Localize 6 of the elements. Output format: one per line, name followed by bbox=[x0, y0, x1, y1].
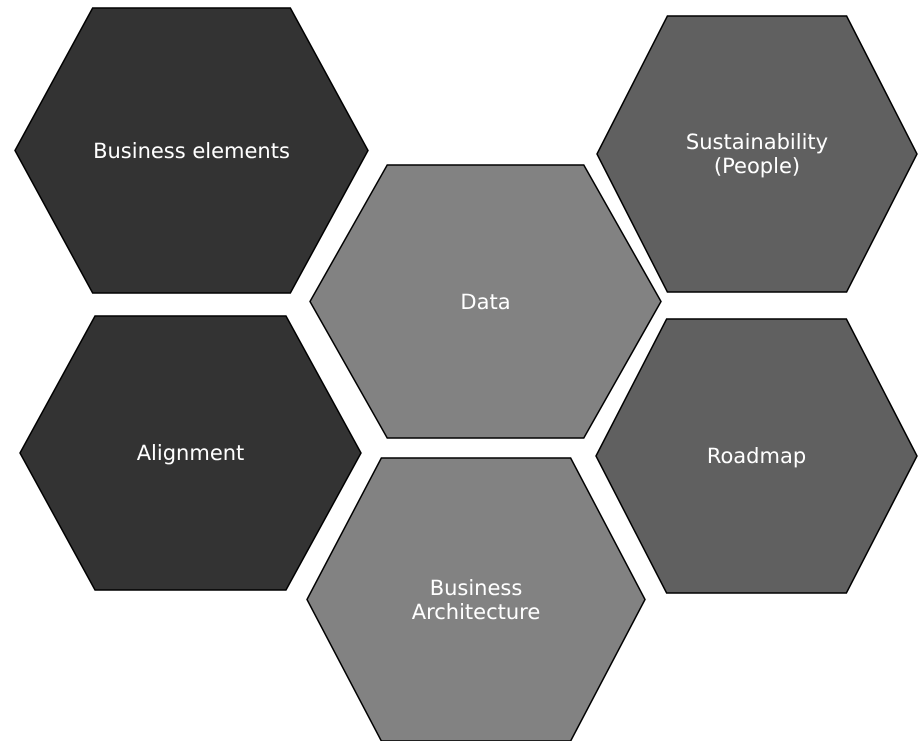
hexagon-label: Sustainability (People) bbox=[684, 130, 830, 178]
hexagon-label: Business Architecture bbox=[410, 575, 542, 624]
hexagon-label: Data bbox=[459, 289, 512, 314]
hexagon-label: Alignment bbox=[136, 440, 246, 466]
hexagon-label: Roadmap bbox=[706, 444, 808, 468]
hexagon-label: Business elements bbox=[92, 138, 291, 163]
